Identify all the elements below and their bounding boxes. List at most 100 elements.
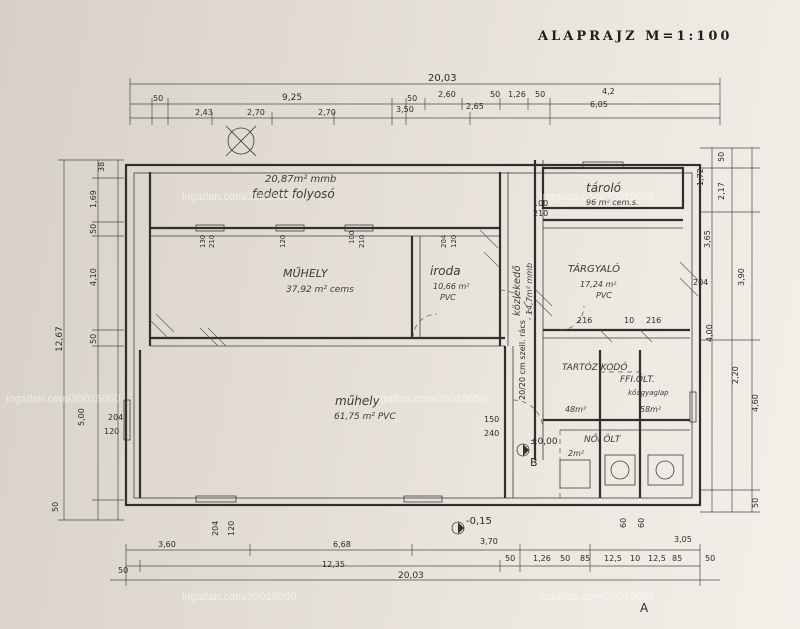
opening-label: 120 [450, 235, 458, 248]
left-dimensions: 12,67 38 1,69 50 4,10 50 5,00 50 [51, 159, 124, 521]
dim-label: 85 [672, 554, 682, 563]
hallway-area: 14,7m² mmb [525, 263, 534, 315]
dim-label: 3,50 [396, 105, 414, 114]
section-a-label: A [640, 601, 649, 615]
watermarks: ingatlan.com/35018050 ingatlan.com/35018… [6, 191, 654, 603]
windows [123, 161, 697, 503]
dim-label: 2,70 [318, 108, 336, 117]
watermark-text: ingatlan.com/35018050 [540, 591, 654, 603]
dim-label: 1,26 [533, 554, 551, 563]
storage-name: tároló [586, 181, 621, 195]
misc-note: kőágyaglap [628, 388, 669, 397]
opening-label: 204 [211, 521, 220, 536]
opening-label: 210 [358, 235, 366, 248]
dim-label: 50 [51, 502, 60, 512]
misc-note: 48m² [565, 405, 587, 414]
office-name: iroda [430, 264, 461, 278]
opening-label: 210 [533, 209, 548, 218]
dim-label: 50 [705, 554, 715, 563]
opening-label: 210 [208, 235, 216, 248]
top-dimensions: 20,03 50 9,25 50 2,60 50 1,26 50 4,2 2,4… [129, 73, 721, 125]
level-zero: ±0,00 [530, 437, 558, 447]
opening-label: 60 [637, 518, 646, 528]
opening-labels: 130 210 120 100 210 204 120 150 240 210 … [104, 199, 708, 536]
opening-label: 240 [484, 429, 499, 438]
dim-label: 4,10 [89, 268, 98, 286]
misc-note: 58m² [640, 405, 662, 414]
watermark-text: ingatlan.com/35018050 [182, 591, 296, 603]
workshop-top-area: 37,92 m² cems [286, 285, 354, 295]
dim-label: 50 [153, 94, 163, 103]
opening-label: 120 [104, 427, 119, 436]
dim-label: 1,69 [89, 190, 98, 208]
dim-label: 50 [490, 90, 500, 99]
dim-label: 2,60 [438, 90, 456, 99]
opening-label: 216 [646, 316, 661, 325]
dim-label: 2,20 [731, 366, 740, 384]
dim-label: 12,5 [604, 554, 622, 563]
dim-label: 50 [505, 554, 515, 563]
office-area: 10,66 m² [433, 282, 470, 291]
dim-label: 38 [97, 162, 106, 172]
watermark-text: ingatlan.com/35018050 [372, 393, 486, 405]
room-labels: 20,87m² mmb fedett folyosó tároló 96 m² … [252, 174, 669, 458]
opening-label: 120 [227, 521, 236, 536]
dim-label: 3,65 [703, 230, 712, 248]
dim-label: 2,43 [195, 108, 213, 117]
right-dimensions: 50 1,72 2,17 3,65 3,90 4,00 2,20 4,60 50 [696, 147, 760, 513]
dim-label: 50 [535, 90, 545, 99]
watermark-text: ingatlan.com/35018050 [6, 393, 120, 405]
workshop-bottom-area: 61,75 m² PVC [334, 412, 396, 422]
dim-label: 50 [751, 498, 760, 508]
drawing-title: ALAPRAJZ M=1:100 [537, 29, 732, 44]
opening-label: 204 [440, 234, 448, 248]
opening-label: 120 [279, 235, 287, 248]
opening-label: 204 [108, 413, 123, 422]
section-b-label: B [530, 456, 538, 469]
workshop-top-name: MŰHELY [283, 266, 329, 280]
dim-label: 85 [580, 554, 590, 563]
dim-label: 9,25 [282, 93, 302, 103]
corridor-name: fedett folyosó [252, 187, 335, 201]
opening-label: 130 [199, 235, 207, 248]
left-total-dim: 12,67 [55, 326, 65, 352]
meeting-room-name: TÁRGYALÓ [568, 262, 620, 275]
level-minus: -0,15 [466, 516, 492, 527]
office-floor: PVC [440, 293, 456, 302]
dim-label: 50 [89, 334, 98, 344]
wall-hatching [149, 229, 699, 347]
womens-locker-name: NŐI ÖLT [584, 434, 622, 445]
opening-label: 150 [484, 415, 499, 424]
top-total-dim: 20,03 [428, 73, 457, 84]
storage-area: 96 m² cem.s. [586, 198, 639, 207]
dim-label: 50 [407, 94, 417, 103]
dim-label: 2,70 [247, 108, 265, 117]
north-arrow-icon [225, 125, 257, 157]
opening-label: 216 [577, 316, 592, 325]
misc-note: 2m² [568, 449, 585, 458]
opening-label: 204 [693, 278, 708, 287]
dim-label: 10 [630, 554, 640, 563]
bottom-total-dim: 20,03 [398, 571, 424, 581]
watermark-text: ingatlan.com/35018050 [182, 191, 296, 203]
dim-label: 2,17 [717, 182, 726, 200]
vent-grille-note: 20/20 cm szell. rács [518, 320, 527, 400]
building-walls [124, 160, 702, 507]
dim-label: 6,05 [590, 100, 608, 109]
dim-label: 3,90 [737, 268, 746, 286]
door-swings [412, 289, 640, 498]
dim-label: 4,60 [751, 394, 760, 412]
dim-label: 50 [118, 566, 128, 575]
dim-label: 12,35 [322, 560, 345, 569]
dim-label: 5,00 [77, 408, 86, 426]
dim-label: 50 [560, 554, 570, 563]
lounge-name: TARTÓZ KODÓ [562, 361, 627, 373]
dim-label: 4,2 [602, 87, 615, 96]
corridor-area: 20,87m² mmb [265, 174, 336, 185]
dim-label: 2,65 [466, 102, 484, 111]
dim-label: 3,60 [158, 540, 176, 549]
opening-label: 100 [533, 199, 548, 208]
meeting-room-floor: PVC [596, 291, 612, 300]
